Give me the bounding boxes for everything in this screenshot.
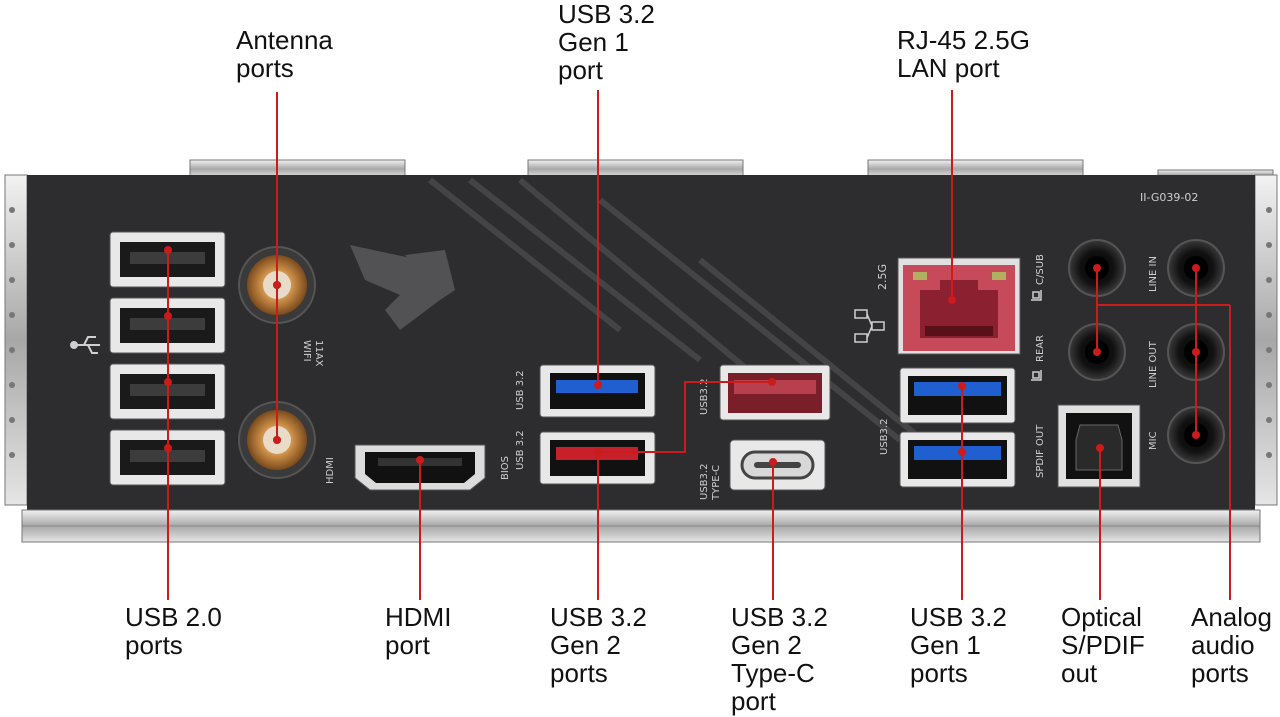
silk-hdmi: HDMI: [325, 457, 336, 484]
callout-usb32-gen1-ports: USB 3.2 Gen 1 ports: [910, 602, 1007, 688]
shield-right-edge: [1254, 174, 1278, 506]
silk-usb32-c: USB3.2: [699, 379, 710, 415]
silk-usb32-d: USB3.2: [879, 419, 890, 455]
callout-rj45-lan-port: RJ-45 2.5G LAN port: [897, 25, 1030, 83]
silk-part-number: II-G039-02: [1140, 191, 1198, 204]
shield-left-edge: [4, 174, 28, 506]
silk-c-sub: C/SUB: [1035, 254, 1046, 285]
silk-line-in: LINE IN: [1148, 256, 1159, 292]
silk-usb32-b: USB 3.2: [515, 430, 526, 470]
silk-wifi-1: 11AX: [313, 340, 324, 367]
usb32-gen2-port-b: [719, 364, 831, 421]
silk-bios: BIOS: [500, 456, 511, 480]
callout-usb32-gen2-ports: USB 3.2 Gen 2 ports: [550, 602, 647, 688]
silk-line-out: LINE OUT: [1148, 340, 1159, 388]
silk-mic: MIC: [1148, 431, 1159, 450]
lan-network-icon: [854, 309, 885, 343]
speaker-icon-top: [1031, 290, 1042, 301]
silk-rear: REAR: [1035, 335, 1046, 362]
callout-optical-spdif-out: Optical S/PDIF out: [1061, 602, 1145, 688]
callout-antenna-ports: Antenna ports: [236, 25, 333, 83]
callout-usb32-gen2-typec-port: USB 3.2 Gen 2 Type-C port: [731, 602, 828, 716]
usb32-gen1-port-right-bottom: [899, 431, 1016, 488]
callout-dots: [164, 246, 1200, 466]
callout-hdmi-port: HDMI port: [385, 602, 452, 660]
silk-usb32-a: USB 3.2: [515, 370, 526, 410]
callout-usb32-gen1-port: USB 3.2 Gen 1 port: [558, 0, 655, 85]
brand-logo-icon: [350, 245, 455, 330]
callout-usb20-ports: USB 2.0 ports: [125, 602, 222, 660]
silk-lan-speed: 2.5G: [876, 264, 889, 290]
silk-typec-2: TYPE-C: [711, 465, 722, 501]
speaker-icon-bottom: [1031, 370, 1042, 381]
silk-typec-1: USB3.2: [699, 464, 710, 500]
usb32-gen1-port-right-top: [899, 367, 1016, 424]
silk-spdif-out: SPDIF OUT: [1035, 424, 1046, 478]
callout-analog-audio-ports: Analog audio ports: [1191, 602, 1272, 688]
usb-symbol-icon: [70, 336, 100, 354]
rj45-port: [897, 257, 1021, 355]
usb32-typec-port: [729, 439, 826, 491]
silk-wifi-2: WIFI: [301, 340, 312, 362]
